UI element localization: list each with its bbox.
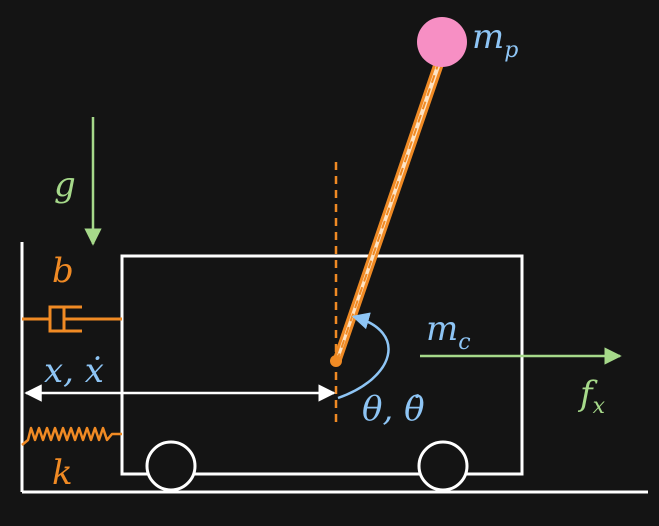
damper [22, 305, 122, 333]
pendulum-mass [417, 17, 467, 67]
spring [21, 426, 122, 446]
pendulum-mass-label: mp [472, 17, 518, 63]
gravity-label: g [54, 165, 76, 205]
cart-body [120, 254, 524, 476]
angle-arc [337, 312, 390, 400]
force-label: fx [577, 374, 606, 419]
pivot-point [330, 355, 342, 367]
position-label: x, ẋ [44, 351, 104, 391]
spring-label: k [52, 453, 73, 493]
cart-mass-label: mc [426, 309, 471, 355]
damper-label: b [52, 251, 74, 291]
left-wheel [145, 440, 197, 492]
right-wheel [417, 440, 469, 492]
angle-label: θ, θ̇ [362, 389, 425, 429]
